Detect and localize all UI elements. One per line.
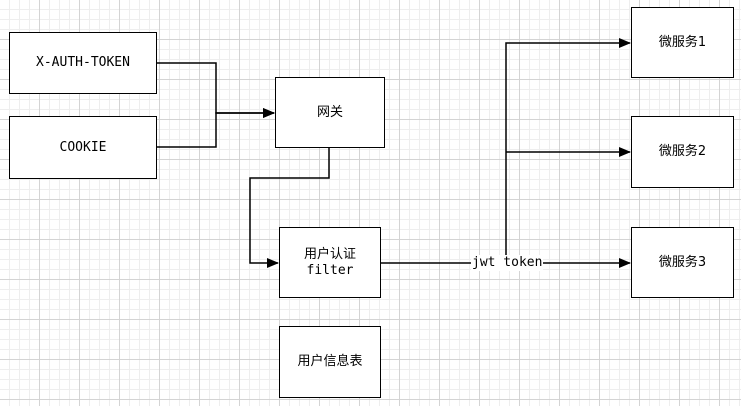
edge-xauth-to-gateway — [157, 62, 275, 118]
service3-node: 微服务3 — [631, 227, 734, 298]
auth-filter-label-line2: filter — [306, 262, 354, 278]
service2-node: 微服务2 — [631, 116, 734, 188]
gateway-node: 网关 — [275, 77, 385, 148]
cookie-label: COOKIE — [59, 139, 107, 155]
cookie-node: COOKIE — [9, 116, 157, 179]
edge-to-service1 — [505, 38, 631, 263]
gateway-label: 网关 — [316, 104, 343, 120]
service1-label: 微服务1 — [658, 34, 707, 50]
user-table-label: 用户信息表 — [297, 354, 363, 369]
jwt-token-label: jwt token — [471, 255, 544, 271]
x-auth-token-node: X-AUTH-TOKEN — [9, 32, 157, 94]
user-table-node: 用户信息表 — [279, 326, 381, 398]
service1-node: 微服务1 — [631, 7, 734, 78]
edge-gateway-to-filter — [249, 148, 330, 268]
auth-filter-node: 用户认证 filter — [279, 227, 381, 298]
edge-cookie-to-gateway — [157, 108, 275, 148]
x-auth-token-label: X-AUTH-TOKEN — [36, 55, 130, 70]
service2-label: 微服务2 — [658, 144, 707, 159]
auth-filter-label-line1: 用户认证 — [303, 246, 356, 262]
service3-label: 微服务3 — [658, 254, 707, 270]
